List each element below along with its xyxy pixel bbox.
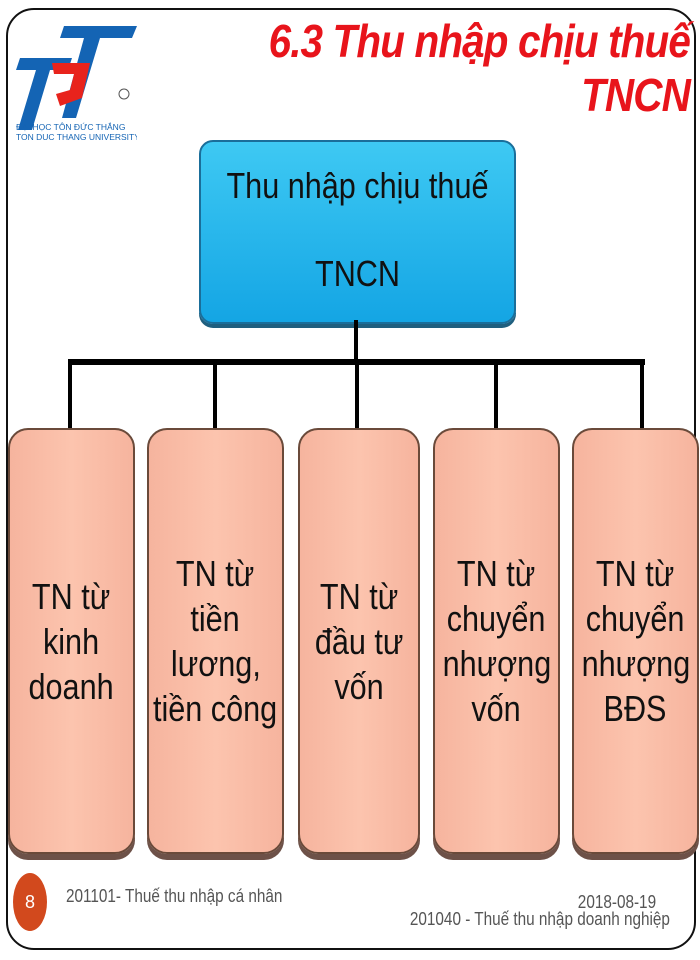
node-line: lương,: [170, 643, 261, 684]
connector-drop: [494, 362, 498, 428]
node-line: BĐS: [604, 688, 667, 729]
connector-drop: [68, 362, 72, 428]
university-logo: ĐẠI HỌC TÔN ĐỨC THẮNG TON DUC THANG UNIV…: [16, 26, 137, 142]
node-line: nhượng: [581, 643, 690, 684]
slide-title: 6.3 Thu nhập chịu thuế TNCN: [268, 15, 691, 121]
node-line: kinh: [43, 620, 100, 662]
child-node-business: TN từ kinh doanh: [8, 428, 135, 854]
node-line: tiền: [190, 598, 241, 639]
footer-date: 2018-08-19: [577, 892, 656, 912]
node-line: doanh: [28, 665, 115, 707]
child-node-capital-transfer: TN từ chuyển nhượng vốn: [433, 428, 560, 854]
node-line: đầu tư: [314, 620, 404, 662]
footer-left: 201101- Thuế thu nhập cá nhân: [66, 886, 283, 906]
child-node-salary: TN từ tiền lương, tiền công: [147, 428, 284, 854]
svg-text:TON DUC THANG UNIVERSITY: TON DUC THANG UNIVERSITY: [16, 132, 137, 142]
svg-text:ĐẠI HỌC TÔN ĐỨC THẮNG: ĐẠI HỌC TÔN ĐỨC THẮNG: [16, 122, 125, 132]
child-node-investment: TN từ đầu tư vốn: [298, 428, 420, 854]
root-node: Thu nhập chịu thuế TNCN: [199, 140, 516, 324]
connector-trunk: [354, 320, 358, 362]
node-line: tiền công: [153, 688, 278, 729]
node-line: TN từ: [319, 575, 399, 617]
node-line: chuyển: [586, 598, 685, 639]
footer-right: 201040 - Thuế thu nhập doanh nghiệp: [409, 909, 670, 929]
node-line: chuyển: [447, 598, 546, 639]
node-line: TN từ: [596, 553, 675, 594]
page-number: 8: [13, 873, 47, 931]
node-line: TN từ: [176, 553, 255, 594]
connector-drop: [355, 362, 359, 428]
connector-drop: [640, 362, 644, 428]
child-node-real-estate: TN từ chuyển nhượng BĐS: [572, 428, 699, 854]
node-line: vốn: [471, 688, 522, 729]
root-line: Thu nhập chịu thuế: [226, 165, 489, 206]
node-line: TN từ: [457, 553, 536, 594]
root-line: TNCN: [315, 253, 400, 294]
connector-drop: [213, 362, 217, 428]
node-line: TN từ: [32, 575, 111, 617]
node-line: vốn: [334, 665, 384, 707]
node-line: nhượng: [442, 643, 551, 684]
